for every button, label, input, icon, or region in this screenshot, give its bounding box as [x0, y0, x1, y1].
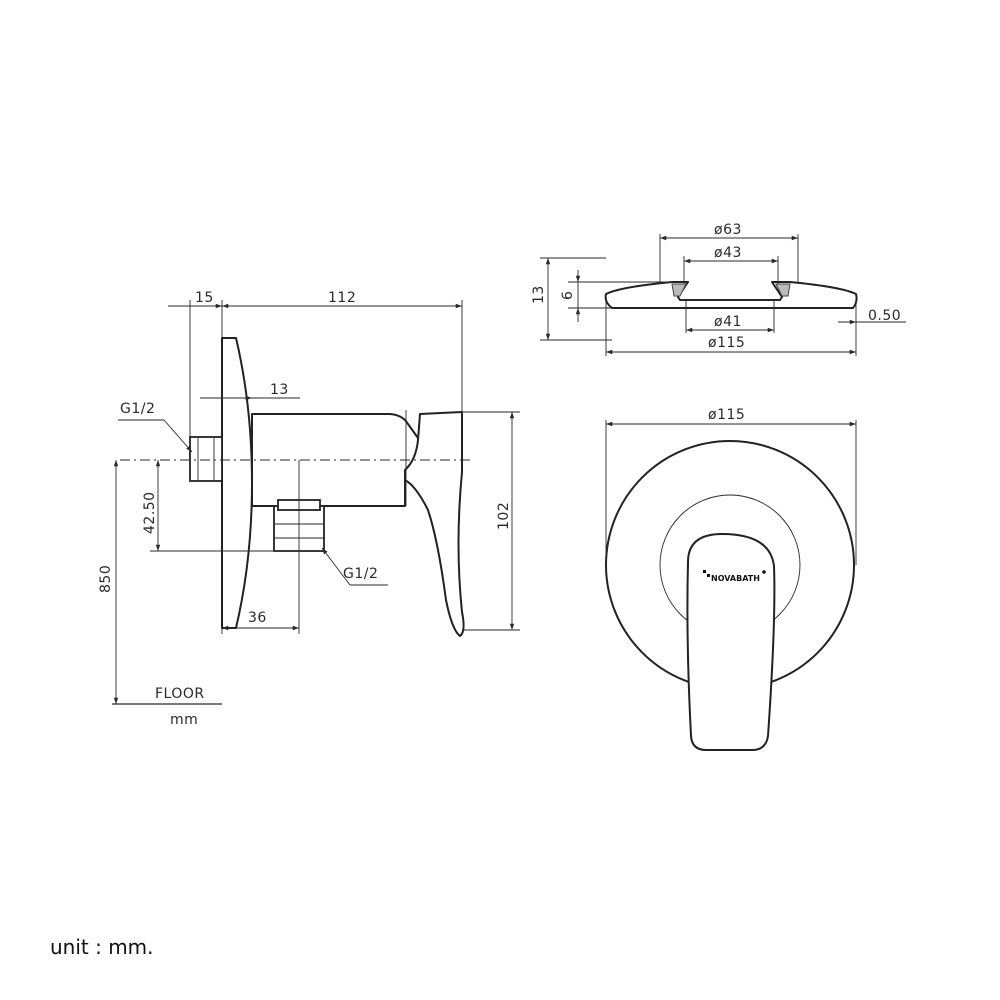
dim-6-plate: 6 — [560, 291, 576, 300]
dim-d115-section: ø115 — [708, 335, 745, 351]
dim-d63: ø63 — [714, 222, 742, 238]
novabath-logo: NOVABATH — [703, 570, 766, 583]
brand-text: NOVABATH — [711, 574, 760, 583]
thread-top-label: G1/2 — [120, 401, 155, 417]
dim-850: 850 — [98, 565, 114, 593]
dim-36: 36 — [248, 610, 267, 626]
dim-13-plate: 13 — [531, 285, 547, 304]
dim-15: 15 — [195, 290, 214, 306]
unit-small-label: mm — [170, 712, 198, 728]
front-view: NOVABATH ø115 — [605, 407, 857, 751]
cover-plate-profile — [604, 281, 858, 309]
lever-handle — [404, 411, 465, 637]
dim-112: 112 — [328, 290, 356, 306]
dim-102: 102 — [496, 502, 512, 530]
plate-section-view: ø63 ø43 ø41 ø115 13 6 0.50 — [531, 222, 906, 356]
inlet-nipple — [189, 436, 223, 482]
side-view: 15 112 13 102 42.50 850 FLOOR mm 36 — [98, 290, 520, 728]
dim-d115-front: ø115 — [708, 407, 745, 423]
front-lever — [686, 533, 776, 751]
dim-d43: ø43 — [714, 245, 742, 261]
dim-42-50: 42.50 — [142, 491, 158, 534]
wall-flange — [221, 337, 253, 629]
thread-bottom-label: G1/2 — [343, 566, 378, 582]
unit-note: unit : mm. — [50, 935, 154, 959]
dim-d41: ø41 — [714, 314, 742, 330]
dim-0-50: 0.50 — [868, 308, 901, 324]
dim-13: 13 — [270, 382, 289, 398]
floor-label: FLOOR — [155, 686, 205, 702]
